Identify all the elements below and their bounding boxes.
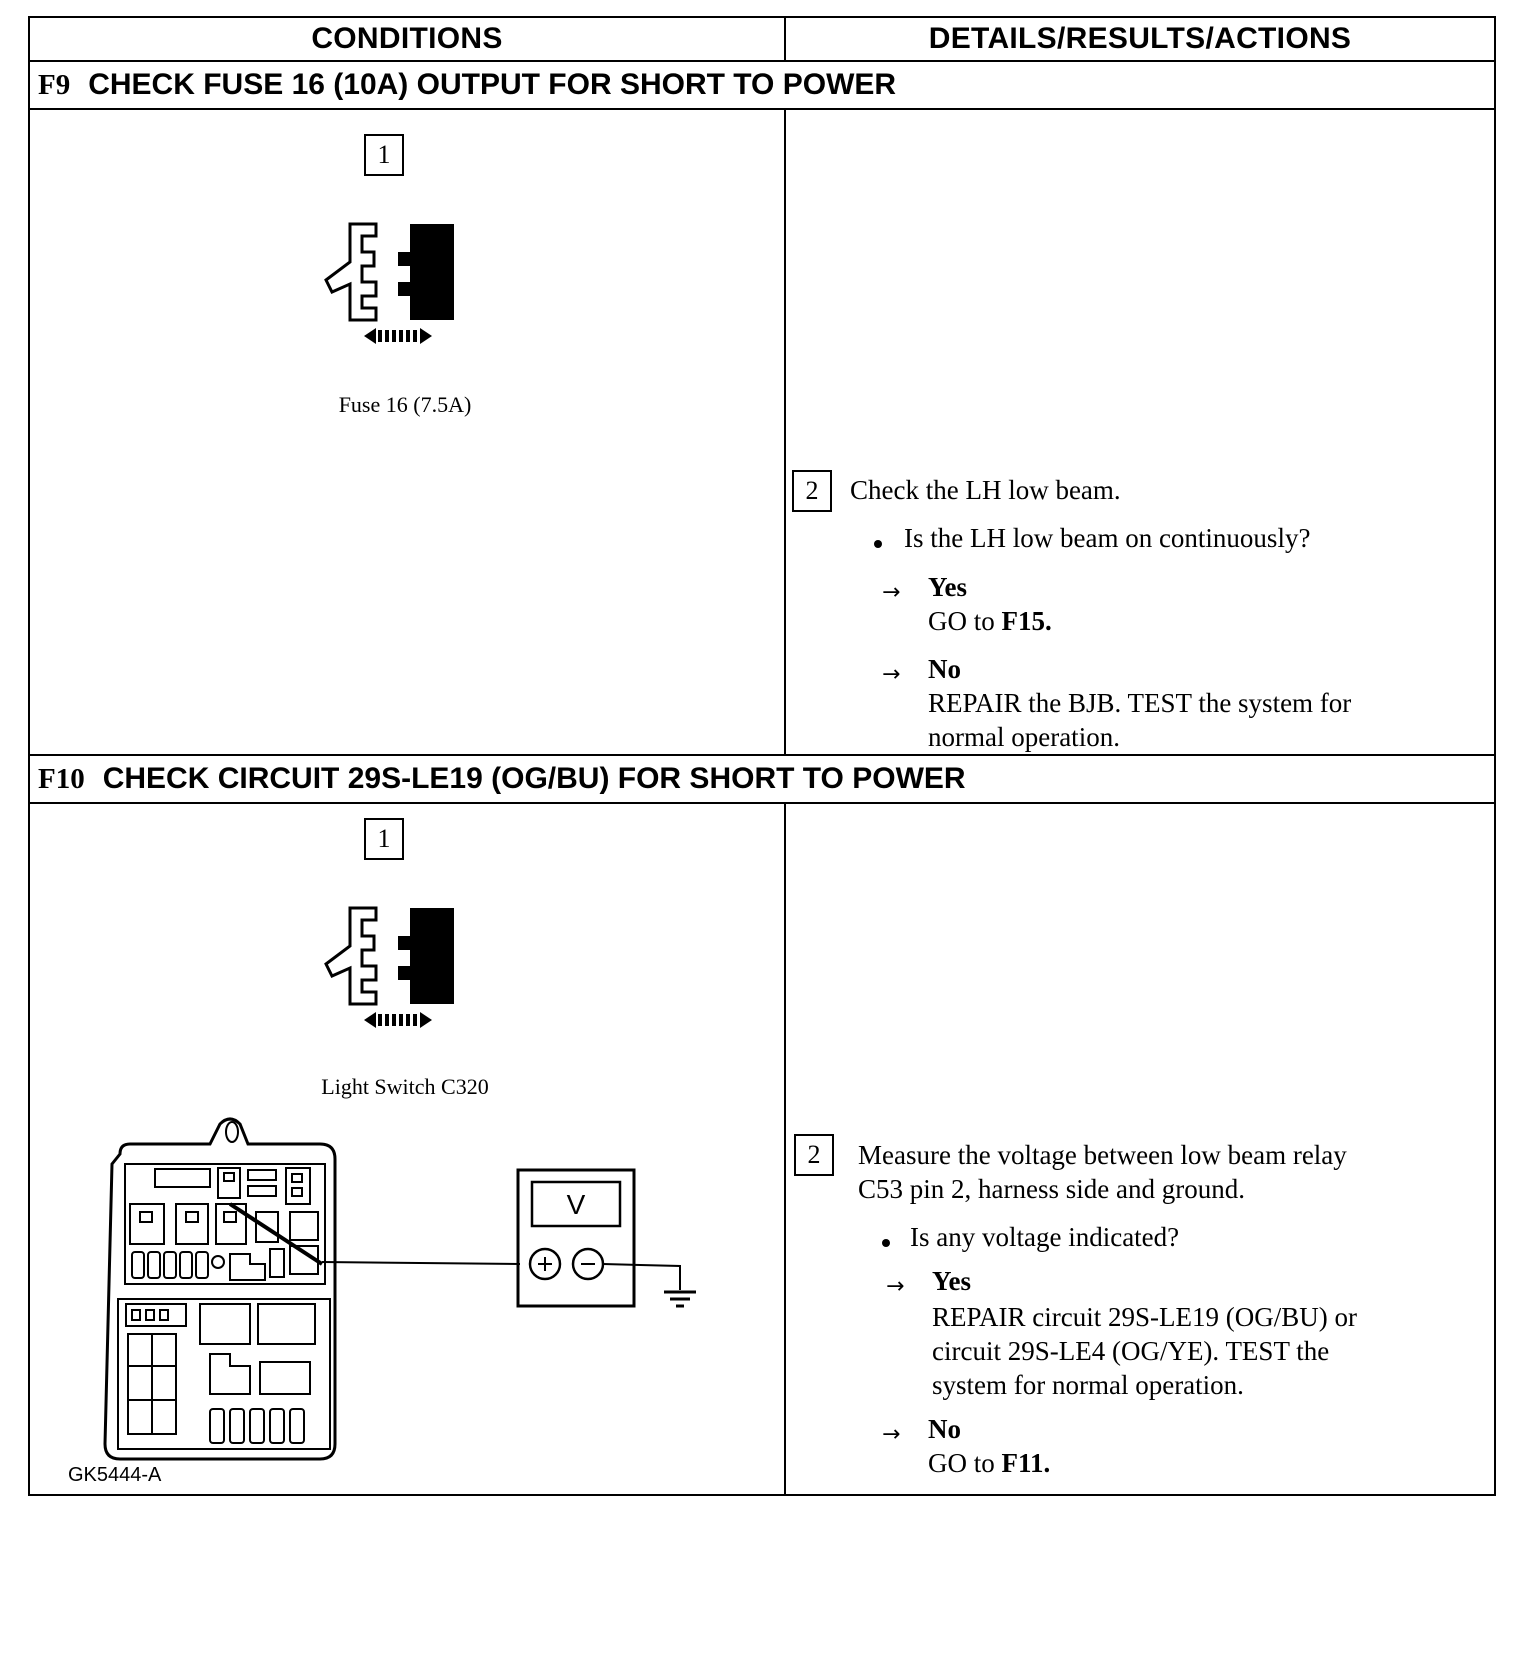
f10-code: F10 xyxy=(38,762,85,795)
f10-yes-line1: REPAIR circuit 29S-LE19 (OG/BU) or xyxy=(932,1302,1357,1332)
f10-no-label: No xyxy=(928,1414,961,1444)
f10-section-title: F10 CHECK CIRCUIT 29S-LE19 (OG/BU) FOR S… xyxy=(28,756,1496,804)
f10-step1-box: 1 xyxy=(364,818,404,860)
f9-section-title: F9 CHECK FUSE 16 (10A) OUTPUT FOR SHORT … xyxy=(28,62,1496,110)
f9-title: CHECK FUSE 16 (10A) OUTPUT FOR SHORT TO … xyxy=(88,68,897,101)
meter-label: V xyxy=(567,1189,586,1220)
f9-code: F9 xyxy=(38,68,71,101)
f10-no-prefix: GO to xyxy=(928,1448,1002,1478)
f9-step2-box: 2 xyxy=(792,470,832,512)
f10-yes-line2: circuit 29S-LE4 (OG/YE). TEST the xyxy=(932,1336,1330,1366)
f10-step1-caption: Light Switch C320 xyxy=(321,1074,489,1099)
f10-question: Is any voltage indicated? xyxy=(910,1222,1180,1252)
ground-symbol-icon xyxy=(664,1290,696,1308)
table-header: CONDITIONS DETAILS/RESULTS/ACTIONS xyxy=(28,16,1496,62)
f9-yes-label: Yes xyxy=(928,572,967,602)
f9-step2-text: Check the LH low beam. xyxy=(850,475,1121,505)
f9-yes-action: GO to F15. xyxy=(928,606,1052,637)
f10-no-action: GO to F11. xyxy=(928,1448,1050,1479)
f9-step1-caption: Fuse 16 (7.5A) xyxy=(338,392,472,417)
f10-section-body: 1 Light Switch C320 xyxy=(28,804,1496,1496)
bullet xyxy=(882,1239,890,1247)
f9-section-body: 1 Fuse 16 (7.5A) 2 Check the LH low beam… xyxy=(28,110,1496,756)
junction-box-diagram: V xyxy=(103,1117,696,1461)
f9-no-action-line2: normal operation. xyxy=(928,722,1120,752)
f10-step2-line2: C53 pin 2, harness side and ground. xyxy=(858,1174,1245,1204)
f9-yes-prefix: GO to xyxy=(928,606,1002,636)
conditions-header: CONDITIONS xyxy=(30,18,786,60)
right-arrow-icon: → xyxy=(886,1274,905,1299)
f10-step2-line1: Measure the voltage between low beam rel… xyxy=(858,1140,1347,1170)
connector-disconnect-icon xyxy=(324,906,454,1028)
column-divider xyxy=(784,804,786,1494)
bullet xyxy=(874,540,882,548)
f9-no-label: No xyxy=(928,654,961,684)
f10-yes-label: Yes xyxy=(932,1266,971,1296)
column-divider xyxy=(784,110,786,754)
f10-yes-line3: system for normal operation. xyxy=(932,1370,1244,1400)
details-header: DETAILS/RESULTS/ACTIONS xyxy=(928,22,1352,55)
f9-no-action-line1: REPAIR the BJB. TEST the system for xyxy=(928,688,1352,718)
f9-question: Is the LH low beam on continuously? xyxy=(904,523,1311,553)
connector-disconnect-icon xyxy=(324,222,454,344)
right-arrow-icon: → xyxy=(882,1422,901,1447)
right-arrow-icon: → xyxy=(882,580,901,605)
f10-step2-box: 2 xyxy=(794,1134,834,1176)
f9-yes-ref: F15. xyxy=(1001,606,1052,636)
f10-no-ref: F11. xyxy=(1001,1448,1051,1478)
diagnostic-table: CONDITIONS DETAILS/RESULTS/ACTIONS F9 CH… xyxy=(28,16,1496,1572)
f9-step1-box: 1 xyxy=(364,134,404,176)
f10-title: CHECK CIRCUIT 29S-LE19 (OG/BU) FOR SHORT… xyxy=(102,762,966,795)
figure-id: GK5444-A xyxy=(68,1464,162,1486)
right-arrow-icon: → xyxy=(882,662,901,687)
